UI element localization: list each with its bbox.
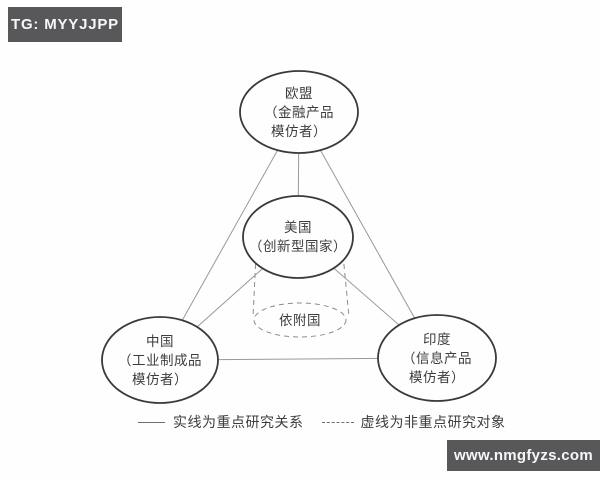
- watermark-website-text: www.nmgfyzs.com: [454, 447, 593, 464]
- node-india-label: 印度 （信息产品 模仿者）: [402, 330, 472, 387]
- node-china-ellipse: [101, 316, 219, 404]
- node-eu-ellipse: [239, 70, 359, 154]
- node-china-label-line2: （工业制成品: [118, 353, 202, 368]
- node-eu-label: 欧盟 （金融产品 模仿者）: [264, 84, 334, 141]
- node-india-ellipse: [377, 314, 497, 402]
- node-us-ellipse: [242, 195, 354, 279]
- node-us-label: 美国 （创新型国家）: [249, 218, 347, 256]
- node-india-label-line3: 模仿者）: [409, 370, 465, 385]
- edge-us-dependent-left-dashed-line: [252, 254, 257, 318]
- node-us-label-line2: （创新型国家）: [249, 239, 347, 254]
- legend-dashed-label: 虚线为非重点研究对象: [360, 416, 506, 431]
- node-china-label: 中国 （工业制成品 模仿者）: [118, 332, 202, 389]
- node-dependent-label-line1: 依附国: [279, 313, 321, 328]
- watermark-website-badge: www.nmgfyzs.com: [447, 440, 600, 471]
- edge-us-dependent-right-dashed-line: [342, 254, 350, 318]
- legend-solid-line-sample: [138, 421, 165, 423]
- watermark-telegram-badge: TG: MYYJJPP: [8, 7, 122, 42]
- node-india-label-line1: 印度: [423, 332, 451, 347]
- node-dependent-label: 依附国: [279, 311, 321, 330]
- node-us-label-line1: 美国: [284, 220, 312, 235]
- node-india-label-line2: （信息产品: [402, 351, 472, 366]
- node-china-label-line1: 中国: [146, 334, 174, 349]
- edge-eu-china-line: [159, 111, 300, 361]
- legend-dashed-line-sample: [321, 421, 354, 423]
- node-dependent-ellipse: [253, 302, 347, 338]
- legend: 实线为重点研究关系 虚线为非重点研究对象: [138, 412, 506, 432]
- edge-eu-india-line: [298, 111, 438, 359]
- node-eu-label-line3: 模仿者）: [271, 124, 327, 139]
- node-china-label-line3: 模仿者）: [132, 372, 188, 387]
- node-eu-label-line1: 欧盟: [285, 86, 313, 101]
- node-eu-label-line2: （金融产品: [264, 105, 334, 120]
- watermark-telegram-text: TG: MYYJJPP: [11, 16, 119, 33]
- legend-solid-label: 实线为重点研究关系: [173, 416, 304, 431]
